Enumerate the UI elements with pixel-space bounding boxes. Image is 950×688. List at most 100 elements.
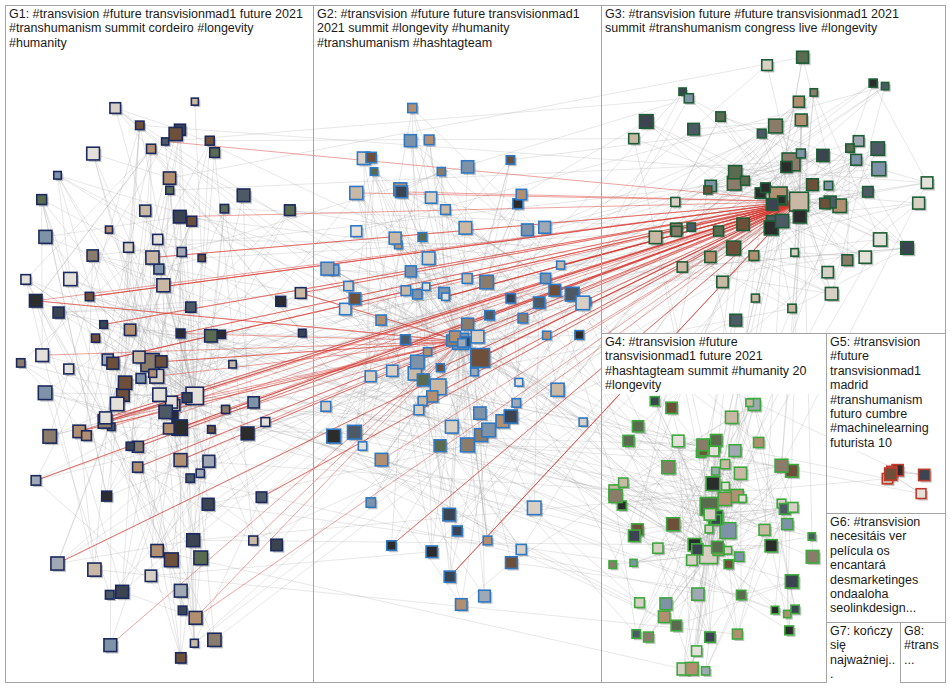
vertex-avatar — [921, 177, 933, 189]
vertex-avatar — [778, 196, 786, 204]
vertex-avatar — [916, 489, 926, 499]
vertex-avatar — [705, 525, 713, 533]
vertex-avatar — [205, 136, 214, 145]
vertex-avatar — [174, 454, 187, 467]
graph-edge — [181, 202, 799, 334]
vertex-avatar — [672, 435, 684, 447]
graph-edge — [561, 202, 799, 265]
vertex-avatar — [806, 550, 819, 563]
graph-edge — [511, 563, 741, 595]
graph-edge — [110, 341, 460, 645]
vertex-avatar — [145, 570, 156, 581]
vertex-avatar — [757, 129, 766, 138]
graph-edge — [170, 162, 791, 190]
graph-edge — [694, 471, 791, 545]
vertex-avatar — [31, 476, 40, 485]
graph-edge — [105, 341, 461, 421]
vertex-avatar — [506, 156, 514, 164]
vertex-avatar — [191, 98, 198, 105]
vertex-avatar — [736, 590, 745, 599]
graph-edge — [579, 120, 801, 335]
vertex-avatar — [684, 94, 693, 103]
graph-edge — [683, 248, 733, 669]
graph-edge — [400, 189, 545, 278]
group-heading: G1: #transvision #future transvisionmad1… — [6, 6, 313, 51]
vertex-avatar — [609, 489, 622, 502]
vertex-avatar — [660, 598, 672, 610]
vertex-avatar — [734, 467, 746, 479]
vertex-avatar — [284, 205, 295, 216]
graph-edge — [41, 200, 42, 356]
vertex-avatar — [229, 361, 236, 368]
vertex-avatar — [462, 161, 474, 173]
vertex-avatar — [39, 230, 52, 243]
vertex-avatar — [442, 293, 449, 300]
vertex-avatar — [376, 315, 386, 325]
graph-edge — [42, 200, 622, 506]
vertex-avatar — [628, 530, 640, 542]
graph-edge — [432, 341, 461, 551]
vertex-avatar — [105, 226, 112, 233]
graph-edge — [57, 429, 211, 563]
vertex-avatar — [436, 364, 444, 372]
vertex-avatar — [261, 418, 270, 427]
vertex-avatar — [687, 555, 697, 565]
vertex-avatar — [791, 249, 799, 257]
graph-edge — [481, 435, 484, 596]
vertex-avatar — [717, 276, 728, 287]
vertex-avatar — [110, 397, 123, 410]
graph-edge — [180, 341, 461, 427]
vertex-avatar — [124, 324, 135, 335]
graph-edge — [180, 130, 898, 470]
vertex-avatar — [851, 154, 862, 165]
vertex-avatar — [913, 197, 925, 209]
graph-edge — [181, 202, 799, 460]
graph-edge — [326, 406, 461, 604]
vertex-avatar — [649, 231, 661, 243]
graph-edge — [94, 570, 737, 634]
graph-edge — [208, 445, 467, 504]
graph-edge — [89, 297, 521, 550]
vertex-avatar — [107, 357, 119, 369]
vertex-avatar — [692, 646, 702, 656]
vertex-avatar — [321, 401, 331, 411]
vertex-avatar — [672, 226, 682, 236]
graph-edge — [26, 279, 106, 417]
vertex-avatar — [788, 502, 798, 512]
graph-edge — [36, 301, 461, 342]
graph-edge — [511, 417, 731, 562]
vertex-avatar — [174, 584, 187, 597]
vertex-avatar — [619, 478, 628, 487]
graph-edge — [832, 86, 886, 294]
vertex-avatar — [737, 218, 749, 230]
vertex-avatar — [919, 469, 930, 480]
graph-edge — [710, 239, 880, 256]
vertex-avatar — [796, 149, 805, 158]
vertex-avatar — [527, 501, 541, 515]
vertex-avatar — [425, 192, 436, 203]
vertex-avatar — [189, 611, 202, 624]
vertex-avatar — [118, 376, 131, 389]
vertex-avatar — [662, 461, 675, 474]
vertex-avatar — [423, 348, 431, 356]
graph-edge — [191, 210, 290, 307]
graph-edge — [158, 239, 734, 248]
vertex-avatar — [901, 242, 914, 255]
graph-edge — [59, 313, 888, 479]
vertex-avatar — [539, 221, 551, 233]
group-panel: G7: kończy się najważniej... — [826, 622, 901, 683]
graph-edge — [140, 125, 927, 182]
graph-edge — [79, 341, 460, 431]
graph-edge — [709, 555, 738, 634]
graph-edge — [516, 141, 858, 403]
vertex-avatar — [640, 115, 654, 129]
vertex-avatar — [793, 96, 804, 107]
vertex-avatar — [741, 176, 750, 185]
graph-edge — [345, 202, 799, 309]
vertex-avatar — [724, 560, 733, 569]
vertex-avatar — [754, 437, 764, 447]
vertex-avatar — [133, 462, 143, 472]
vertex-avatar — [775, 459, 788, 472]
vertex-avatar — [630, 559, 637, 566]
vertex-avatar — [358, 442, 366, 450]
